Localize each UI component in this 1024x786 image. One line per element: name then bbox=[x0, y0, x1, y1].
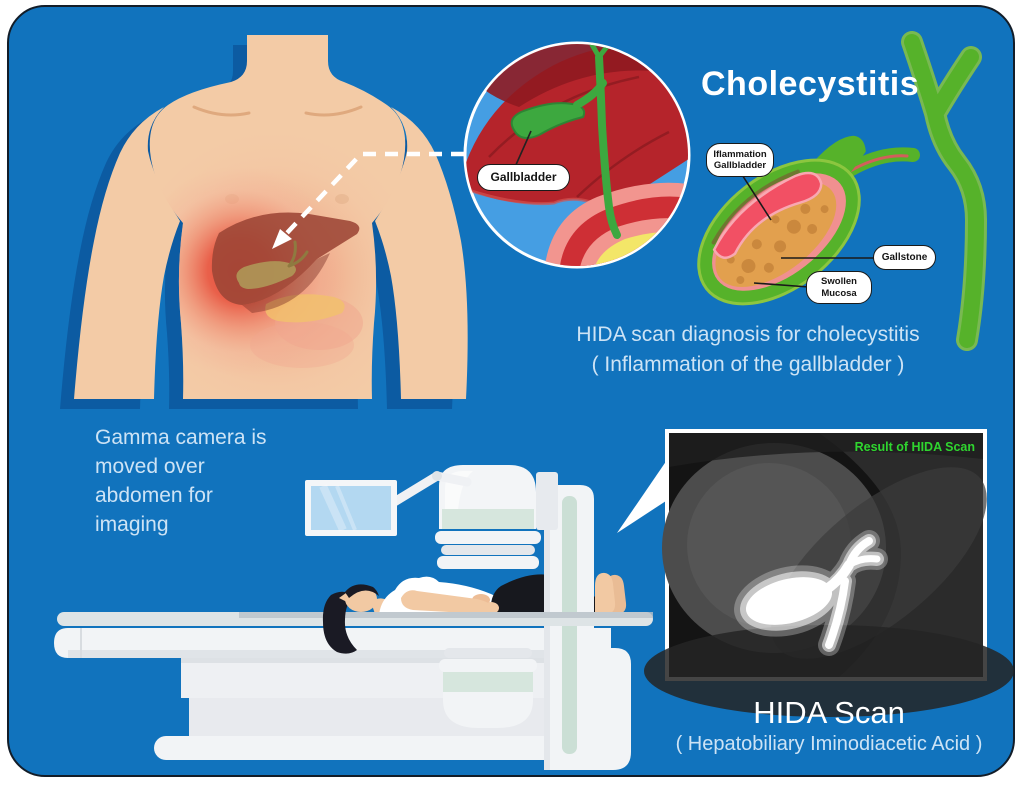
torso-illustration bbox=[60, 35, 468, 409]
table-base bbox=[154, 736, 616, 760]
patient-hair bbox=[322, 591, 357, 654]
arrowhead-icon bbox=[272, 229, 292, 249]
scan-result-image bbox=[644, 433, 1014, 717]
monitor bbox=[305, 471, 472, 536]
patient-platform bbox=[57, 612, 653, 626]
camera-bracket bbox=[536, 472, 558, 530]
collarbone-left bbox=[192, 105, 251, 117]
inset-gallbladder bbox=[510, 102, 586, 140]
gamma-caption-line3: abdomen for bbox=[95, 484, 213, 507]
camera-band bbox=[442, 509, 534, 529]
inset-cystic-duct bbox=[573, 79, 607, 109]
speech-tail bbox=[617, 457, 669, 533]
gallstones bbox=[726, 203, 829, 284]
patient-arm bbox=[401, 590, 493, 614]
page-title: Cholecystitis bbox=[701, 65, 920, 103]
swollen-mucosa-label-pill: Swollen Mucosa bbox=[806, 271, 872, 304]
gamma-camera-caption: Gamma camera is moved over abdomen for i… bbox=[95, 423, 315, 539]
scan-result-label: Result of HIDA Scan bbox=[854, 440, 975, 454]
gallbladder-label-text: Gallbladder bbox=[490, 170, 557, 185]
lower-detector bbox=[437, 634, 539, 728]
patient-hand bbox=[483, 602, 499, 614]
scan-result-panel: Result of HIDA Scan bbox=[644, 429, 1014, 717]
gamma-caption-line1: Gamma camera is bbox=[95, 426, 267, 449]
inflammation-label-line1: Iflammation bbox=[713, 148, 767, 160]
diagnosis-caption-line2: ( Inflammation of the gallbladder ) bbox=[591, 353, 905, 376]
swollen-label-line2: Mucosa bbox=[821, 287, 857, 299]
scan-gallbladder bbox=[745, 577, 833, 625]
biliary-tree bbox=[901, 31, 988, 351]
gamma-caption-line4: imaging bbox=[95, 513, 169, 536]
pancreas-shape bbox=[265, 294, 345, 323]
scanner-machine-illustration bbox=[54, 465, 653, 770]
right-arm bbox=[375, 107, 468, 399]
anatomy-inset-circle bbox=[463, 41, 691, 269]
inflammation-shadow bbox=[711, 169, 800, 245]
diagnosis-caption-line1: HIDA scan diagnosis for cholecystitis bbox=[576, 323, 920, 346]
hida-scan-subtitle: ( Hepatobiliary Iminodiacetic Acid ) bbox=[675, 733, 983, 755]
patient-hair-top bbox=[345, 584, 379, 598]
cystic-duct-inflamed-line bbox=[848, 154, 909, 173]
label-connectors bbox=[738, 169, 876, 288]
inset-label-connector bbox=[514, 130, 532, 168]
swollen-label-line1: Swollen bbox=[821, 276, 857, 288]
scan-biliary-glow bbox=[734, 530, 888, 656]
inflammation-label-pill: Iflammation Gallbladder bbox=[706, 143, 774, 177]
gallbladder-label-pill: Gallbladder bbox=[477, 164, 570, 191]
gallstone-label-text: Gallstone bbox=[881, 251, 928, 263]
liver-underside bbox=[242, 253, 330, 313]
cholecystitis-diagram bbox=[697, 31, 988, 351]
gallbladder-shape bbox=[236, 261, 296, 289]
patient-head bbox=[322, 584, 379, 654]
gallstone-label-pill: Gallstone bbox=[873, 245, 936, 270]
inset-bile-duct bbox=[595, 53, 621, 239]
inflammation-label-line2: Gallbladder bbox=[713, 160, 767, 171]
patient-front-foot bbox=[595, 572, 616, 614]
dashed-arrow bbox=[272, 151, 464, 249]
hida-scan-title: HIDA Scan bbox=[753, 695, 905, 730]
intestine-shape bbox=[250, 322, 354, 368]
patient-nose bbox=[339, 593, 347, 602]
inflamed-gallbladder bbox=[697, 135, 866, 306]
monitor-screen bbox=[311, 486, 391, 530]
gamma-caption-line2: moved over bbox=[95, 455, 205, 478]
diagnosis-caption: HIDA scan diagnosis for cholecystitis ( … bbox=[567, 320, 929, 380]
bile-duct-lines bbox=[287, 240, 309, 268]
infographic-background: Result of HIDA Scan Cholecystitis HIDA s… bbox=[7, 5, 1015, 777]
collarbone-right bbox=[304, 105, 363, 117]
left-arm bbox=[74, 107, 180, 399]
